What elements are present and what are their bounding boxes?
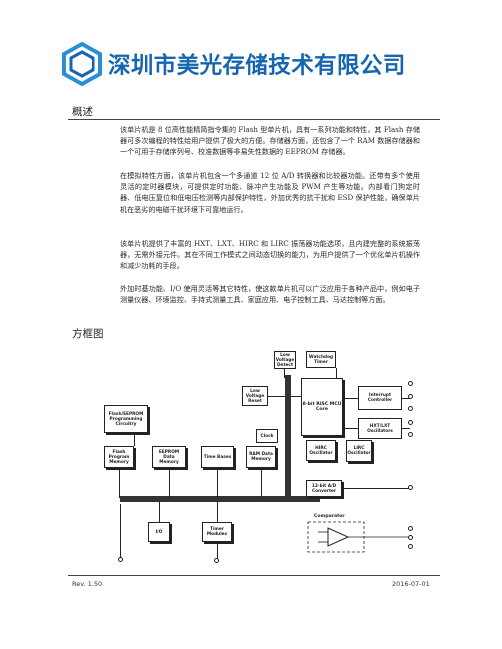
- company-name: 深圳市美光存储技术有限公司: [108, 53, 406, 79]
- lirc-oscillator-block: LIRC Oscillator: [346, 440, 372, 462]
- pin: [408, 432, 413, 437]
- timer-modules-block: Timer Modules: [202, 522, 232, 542]
- connector: [261, 468, 262, 498]
- flash-eeprom-programming-block: Flash/EEPROM Programming Circuitry: [104, 405, 148, 433]
- connector: [217, 502, 218, 522]
- connector: [134, 433, 135, 446]
- overview-paragraph-2: 在模拟特性方面，该单片机包含一个多通道 12 位 A/D 转换器和比较器功能。还…: [120, 171, 420, 214]
- connector: [119, 468, 120, 498]
- pin: [408, 535, 413, 540]
- time-bases-block: Time Bases: [201, 446, 234, 468]
- data-bus-horizontal: [120, 496, 320, 502]
- connector: [159, 502, 160, 522]
- eeprom-data-memory-block: EEPROM Data Memory: [152, 446, 186, 468]
- connector: [336, 368, 337, 378]
- overview-paragraph-1: 该单片机是 8 位高性能精简指令集的 Flash 型单片机，具有一系列功能和特性…: [120, 125, 420, 157]
- watchdog-timer-block: Watchdog Timer: [306, 351, 336, 368]
- overview-paragraph-4: 外加时基功能、I/O 使用灵活等其它特性，使这款单片机可以广泛应用于各种产品中，…: [120, 284, 420, 305]
- block-diagram-heading: 方框图: [72, 328, 104, 340]
- pin: [408, 394, 413, 399]
- interrupt-controller-block: Interrupt Controller: [358, 386, 402, 410]
- oscillator-line: [402, 428, 410, 429]
- revision-label: Rev. 1.50: [72, 580, 103, 588]
- mcu-core-block: 8-bit RISC MCU Core: [301, 378, 343, 436]
- connector: [268, 396, 301, 397]
- flash-program-memory-block: Flash Program Memory: [104, 446, 134, 468]
- io-port-line: [120, 504, 121, 559]
- pin: [118, 557, 123, 562]
- pin: [214, 558, 219, 563]
- adc-input-line: [342, 488, 410, 489]
- clock-block: Clock: [256, 429, 278, 443]
- pin: [408, 544, 413, 549]
- footer-divider: [68, 575, 440, 576]
- data-bus-vertical: [285, 375, 291, 502]
- connector: [343, 428, 358, 429]
- hirc-oscillator-block: HIRC Oscillator: [306, 440, 336, 461]
- low-voltage-reset-block: Low Voltage Reset: [242, 386, 268, 406]
- connector: [169, 468, 170, 498]
- overview-paragraph-3: 该单片机提供了丰富的 HXT、LXT、HIRC 和 LIRC 振荡器功能选项，且…: [120, 239, 420, 271]
- section-divider: [68, 119, 440, 120]
- timer-port-line: [217, 542, 218, 560]
- low-voltage-detect-block: Low Voltage Detect: [274, 351, 296, 369]
- connector: [343, 398, 358, 399]
- revision-date: 2016-07-01: [392, 580, 430, 588]
- connector: [217, 468, 218, 498]
- io-block: I/O: [148, 522, 170, 542]
- connector: [284, 369, 285, 378]
- pin: [408, 526, 413, 531]
- company-logo: [60, 41, 104, 87]
- interrupt-line: [402, 398, 410, 399]
- pin: [408, 420, 413, 425]
- pin: [408, 381, 413, 386]
- comparator-label: Comparator: [314, 514, 345, 519]
- hxt-lxt-oscillator-block: HXT/LXT Oscillators: [358, 418, 402, 439]
- adc-block: 12-bit A/D Converter: [306, 480, 342, 497]
- pin: [408, 485, 413, 490]
- ram-data-memory-block: RAM Data Memory: [246, 446, 276, 468]
- comparator-symbol: [307, 521, 412, 553]
- overview-heading: 概述: [72, 106, 93, 118]
- pin: [408, 406, 413, 411]
